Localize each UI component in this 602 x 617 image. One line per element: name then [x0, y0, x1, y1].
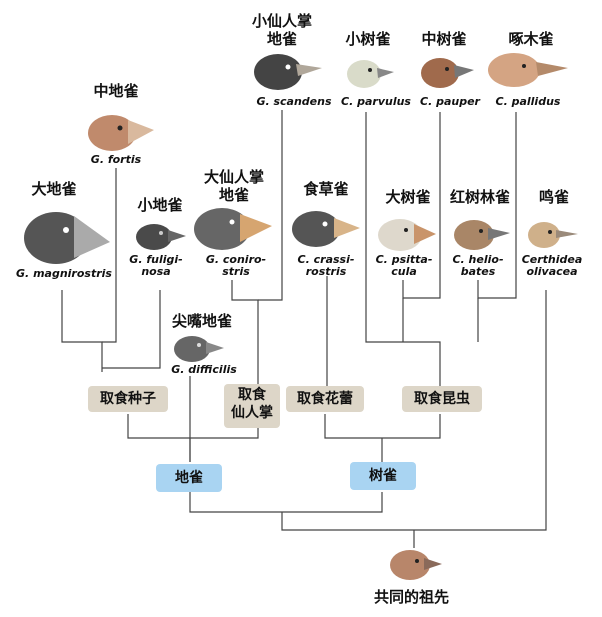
bird-head-icon [378, 219, 436, 251]
bird-head-icon [488, 53, 568, 87]
common-ancestor-label: 共同的祖先 [374, 588, 450, 606]
diet-insects-box: 取食昆虫 [402, 386, 482, 412]
species-latin: G. fuligi- nosa [129, 253, 183, 278]
species-latin: C. helio- bates [452, 253, 504, 278]
species-latin: G. scandens [256, 95, 332, 108]
bird-head-icon [174, 336, 224, 362]
species-latin: C. crassi- rostris [297, 253, 355, 278]
species-name: 小地雀 [137, 196, 183, 214]
bird-head-icon [194, 208, 272, 250]
tree-finch-box: 树雀 [350, 462, 416, 490]
ground-finch-box: 地雀 [156, 464, 222, 492]
species-latin: Certhidea olivacea [521, 253, 583, 278]
bird-head-icon [528, 222, 578, 248]
species-latin: C. psitta- cula [375, 253, 433, 278]
species-name: 大仙人掌 地雀 [203, 168, 264, 204]
species-latin: C. pauper [420, 95, 480, 108]
species-latin: G. coniro- stris [205, 253, 267, 278]
bird-head-icon [292, 211, 360, 247]
species-latin: G. fortis [90, 153, 142, 166]
bird-head-icon [454, 220, 510, 250]
bird-head-icon [254, 54, 322, 90]
species-name: 大地雀 [31, 180, 77, 198]
species-name: 啄木雀 [508, 30, 554, 48]
species-latin: G. difficilis [171, 363, 237, 376]
species-name: 中树雀 [421, 30, 467, 48]
species-latin: G. magnirostris [16, 267, 112, 280]
diet-buds-box: 取食花蕾 [286, 386, 364, 412]
species-name: 中地雀 [93, 82, 139, 100]
diet-cactus-box: 取食 仙人掌 [224, 384, 280, 428]
bird-head-icon [24, 212, 110, 264]
species-latin: C. parvulus [341, 95, 411, 108]
species-name: 小树雀 [345, 30, 391, 48]
bird-head-icon [136, 224, 186, 250]
diet-seeds-box: 取食种子 [88, 386, 168, 412]
bird-head-icon [88, 115, 154, 151]
bird-head-icon [421, 58, 474, 88]
species-latin: C. pallidus [495, 95, 561, 108]
species-name: 红树林雀 [449, 188, 510, 206]
bird-head-icon [347, 60, 394, 88]
species-name: 食草雀 [303, 180, 349, 198]
species-name: 鸣雀 [538, 188, 569, 206]
species-name: 大树雀 [385, 188, 431, 206]
species-name: 尖嘴地雀 [171, 312, 232, 330]
species-name: 小仙人掌 地雀 [251, 12, 312, 48]
ancestor-bird-icon [390, 550, 442, 580]
